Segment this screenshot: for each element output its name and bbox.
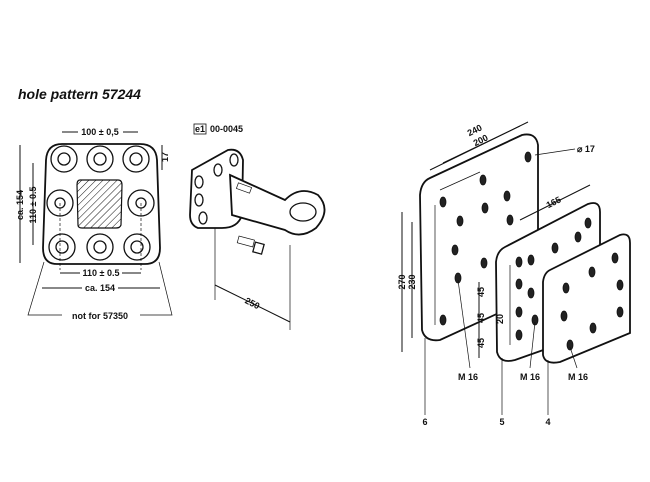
dim-250-label: 250 bbox=[243, 295, 261, 311]
hatched-center bbox=[76, 179, 123, 229]
towing-coupling: e1 00-0045 250 bbox=[189, 123, 326, 330]
dim-top-label: 100 ± 0,5 bbox=[81, 127, 118, 137]
dim-230-label: 230 bbox=[407, 274, 417, 289]
dim-right-label: 17 bbox=[160, 152, 170, 162]
part-number-6: 6 bbox=[422, 417, 427, 427]
dim-bottom-inner-label: 110 ± 0.5 bbox=[83, 268, 120, 278]
part-number-5: 5 bbox=[499, 417, 504, 427]
dim-45-c-label: 45 bbox=[476, 338, 486, 348]
bolt bbox=[236, 235, 265, 255]
dim-45-b-label: 45 bbox=[476, 313, 486, 323]
bolt-holes bbox=[46, 145, 155, 261]
approval-box: e1 bbox=[195, 124, 205, 134]
thread-label-a: M 16 bbox=[458, 372, 478, 382]
part-number-4: 4 bbox=[545, 417, 550, 427]
hole-pattern-plate: 100 ± 0,5 ca. 154 110 ± 0.5 17 110 ± 0.5… bbox=[15, 127, 173, 321]
drawing-title: hole pattern 57244 bbox=[18, 86, 141, 102]
dim-bottom-outer-label: ca. 154 bbox=[85, 283, 115, 293]
mounting-plates: 240 200 ⌀ 17 165 270 230 45 45 45 20 M 1… bbox=[397, 121, 631, 427]
dim-270-label: 270 bbox=[397, 274, 407, 289]
not-for-note: not for 57350 bbox=[72, 311, 128, 321]
thread-label-b: M 16 bbox=[520, 372, 540, 382]
thread-label-c: M 16 bbox=[568, 372, 588, 382]
hole-diameter-label: ⌀ 17 bbox=[577, 144, 595, 154]
approval-number: 00-0045 bbox=[210, 124, 243, 134]
dim-left-outer-label: ca. 154 bbox=[15, 190, 25, 220]
dim-left-inner-label: 110 ± 0.5 bbox=[28, 187, 38, 224]
dim-20-label: 20 bbox=[495, 314, 505, 324]
dim-45-a-label: 45 bbox=[476, 287, 486, 297]
dim-165-label: 165 bbox=[545, 194, 563, 210]
